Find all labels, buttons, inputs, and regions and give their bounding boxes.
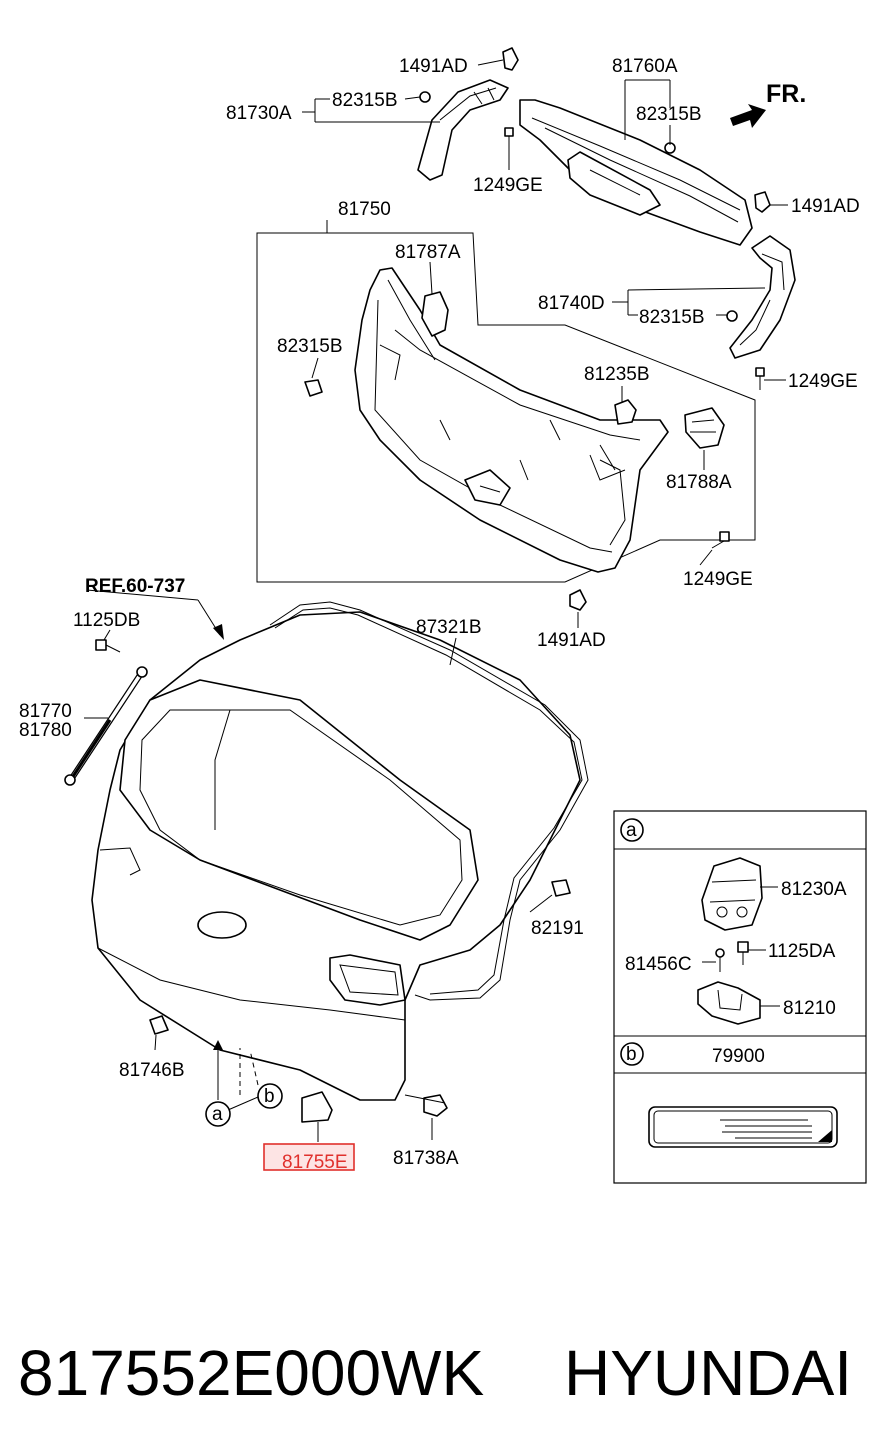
clip-82315B-4 <box>304 379 323 397</box>
label-81787A: 81787A <box>395 242 461 263</box>
footer-brand: HYUNDAI <box>564 1337 852 1409</box>
label-81740D: 81740D <box>538 293 605 314</box>
label-1491AD-bottom: 1491AD <box>537 630 606 651</box>
callout-b-circle <box>257 1083 283 1109</box>
part-81738A <box>423 1094 448 1117</box>
leader-lines-upper <box>302 59 788 628</box>
label-82315B-1: 82315B <box>332 90 398 111</box>
part-82191 <box>551 879 571 897</box>
front-direction-arrow-icon <box>730 104 766 128</box>
label-81230A: 81230A <box>781 879 847 900</box>
bolt-1249GE-2 <box>755 367 765 390</box>
label-1491AD-right: 1491AD <box>791 196 860 217</box>
label-1249GE-3: 1249GE <box>683 569 753 590</box>
callout-a-label: a <box>212 1104 223 1125</box>
label-1249GE-2: 1249GE <box>788 371 858 392</box>
label-79900: 79900 <box>712 1046 765 1067</box>
label-1125DB: 1125DB <box>73 610 140 631</box>
label-81746B: 81746B <box>119 1060 185 1081</box>
part-87321B-weatherstrip-inner <box>274 607 583 995</box>
label-front: FR. <box>766 80 806 108</box>
detail-a-marker: a <box>626 820 637 841</box>
clip-1491AD-top <box>502 47 519 71</box>
detail-b-marker-circle <box>620 1042 644 1066</box>
part-81730A-trim <box>417 79 509 181</box>
label-81456C: 81456C <box>625 954 692 975</box>
part-81210-striker <box>697 981 780 1025</box>
label-82191: 82191 <box>531 918 584 939</box>
part-81746B <box>149 1015 169 1035</box>
part-81456C-screw <box>702 948 725 972</box>
bolt-1249GE-1 <box>504 127 514 150</box>
label-82315B-3: 82315B <box>639 307 705 328</box>
callout-a-circle <box>205 1101 231 1127</box>
clip-1491AD-bottom <box>569 589 587 611</box>
part-79900-plate <box>648 1106 838 1148</box>
label-81750: 81750 <box>338 199 391 220</box>
labels: 1491AD 81760A FR. 82315B 81730A 82315B 1… <box>18 56 860 1409</box>
label-81780: 81780 <box>19 720 72 741</box>
bolt-1125DB <box>95 639 121 653</box>
part-81230A-latch <box>701 857 778 931</box>
part-81787A <box>421 291 449 337</box>
part-81788A <box>684 407 725 449</box>
label-81210: 81210 <box>783 998 836 1019</box>
detail-panel <box>613 810 867 1184</box>
detail-b-marker: b <box>626 1044 637 1065</box>
part-81760A-trim <box>519 99 753 246</box>
label-82315B-4: 82315B <box>277 336 343 357</box>
label-81738A: 81738A <box>393 1148 459 1169</box>
label-81730A: 81730A <box>226 103 292 124</box>
part-1125DA-bolt <box>737 941 766 965</box>
callout-b-label: b <box>264 1086 275 1107</box>
part-81770-81780-strut <box>64 666 148 786</box>
label-81770: 81770 <box>19 701 72 722</box>
detail-a-marker-circle <box>620 818 644 842</box>
bolt-1249GE-3 <box>711 531 730 549</box>
label-81760A: 81760A <box>612 56 678 77</box>
label-ref: REF.60-737 <box>85 576 185 597</box>
clip-82315B-3 <box>726 310 738 322</box>
part-81750-panel <box>354 267 669 573</box>
clip-1491AD-right <box>754 191 771 213</box>
label-81235B: 81235B <box>584 364 650 385</box>
part-81235B <box>614 399 637 425</box>
highlight-box-81755E <box>263 1143 355 1171</box>
label-87321B: 87321B <box>416 617 482 638</box>
part-87321B-weatherstrip <box>269 601 589 1001</box>
group-box-81750 <box>256 232 756 583</box>
label-81755E: 81755E <box>282 1152 348 1173</box>
part-81755E-handle <box>301 1091 333 1123</box>
part-tailgate-REF-60-737 <box>91 611 581 1101</box>
label-82315B-2: 82315B <box>636 104 702 125</box>
clip-82315B-1 <box>419 91 431 103</box>
label-1249GE-1: 1249GE <box>473 175 543 196</box>
label-1125DA: 1125DA <box>768 941 836 962</box>
label-1491AD-top: 1491AD <box>399 56 468 77</box>
footer-part-number: 817552E000WK <box>18 1337 484 1409</box>
part-81740D-trim <box>729 235 796 359</box>
label-81788A: 81788A <box>666 472 732 493</box>
leader-lines-lower <box>84 589 553 1142</box>
